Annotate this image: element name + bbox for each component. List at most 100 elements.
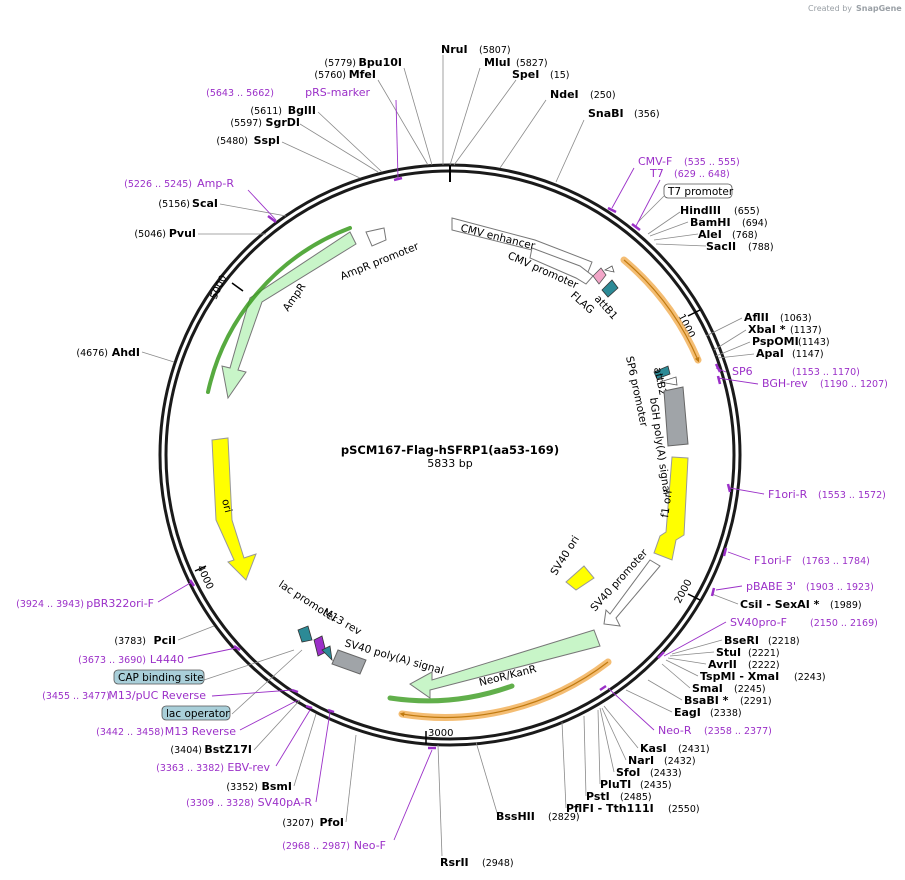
svg-text:(3783): (3783) — [114, 636, 146, 647]
svg-text:(1553 .. 1572): (1553 .. 1572) — [818, 490, 886, 501]
svg-text:(3309 .. 3328): (3309 .. 3328) — [186, 798, 254, 809]
site-avrii: AvrII — [708, 658, 737, 671]
svg-text:(1143): (1143) — [798, 337, 830, 348]
svg-text:(1763 .. 1784): (1763 .. 1784) — [802, 556, 870, 567]
site-alei: AleI — [698, 228, 722, 241]
primer-sp6: SP6 — [732, 365, 753, 378]
primer-bgh-rev: BGH-rev — [762, 377, 808, 390]
site-bstz17i: BstZ17I — [204, 743, 252, 756]
svg-text:(5807): (5807) — [479, 45, 511, 56]
box-cap-binding-site: CAP binding site — [118, 672, 204, 684]
site-bsabi: BsaBI * — [684, 694, 729, 707]
svg-text:(2243): (2243) — [794, 672, 826, 683]
svg-text:(5827): (5827) — [516, 58, 548, 69]
primer-labels: pRS-marker (5643 .. 5662) Amp-R (5226 ..… — [16, 86, 888, 852]
site-sacii: SacII — [706, 240, 736, 253]
svg-text:(1989): (1989) — [830, 600, 862, 611]
credit-text: Created by — [808, 4, 852, 13]
svg-text:(2358 .. 2377): (2358 .. 2377) — [704, 726, 772, 737]
svg-text:(2550): (2550) — [668, 804, 700, 815]
svg-text:(2221): (2221) — [748, 648, 780, 659]
site-eagi: EagI — [674, 706, 701, 719]
neo-highlight — [387, 683, 515, 704]
svg-text:(768): (768) — [732, 230, 758, 241]
svg-text:(5156): (5156) — [158, 199, 190, 210]
cmv-enhancer-label: CMV enhancer — [459, 222, 537, 252]
box-t7-promoter: T7 promoter — [667, 186, 734, 198]
svg-text:(5760): (5760) — [314, 70, 346, 81]
site-spei: SpeI — [512, 68, 539, 81]
primer-sv40pro-f: SV40pro-F — [730, 616, 787, 629]
site-bamhi: BamHI — [690, 216, 731, 229]
site-bpu10i: Bpu10I — [359, 56, 403, 69]
primer-neo-r: Neo-R — [658, 724, 692, 737]
svg-text:(2948): (2948) — [482, 858, 514, 869]
tick-1000 — [687, 309, 701, 317]
site-labels: NruI (5807) MluI (5827) SpeI (15) NdeI (… — [76, 43, 861, 869]
svg-text:(2222): (2222) — [748, 660, 780, 671]
site-ndei: NdeI — [550, 88, 579, 101]
ampr-highlight — [206, 226, 352, 394]
sv40-ori-block — [565, 565, 595, 591]
primer-marks — [188, 176, 732, 750]
sp6-promoter-label: SP6 promoter — [623, 355, 650, 428]
svg-text:(3455 .. 3477): (3455 .. 3477) — [42, 691, 110, 702]
flag-feature — [592, 267, 607, 285]
orf-arrow-right — [623, 259, 700, 363]
lac-promoter-label: lac promoter — [276, 578, 339, 625]
site-pspomi: PspOMI — [752, 335, 799, 348]
primer-ebv-rev: EBV-rev — [227, 761, 270, 774]
svg-text:(1137): (1137) — [790, 325, 822, 336]
site-sspi: SspI — [254, 134, 280, 147]
svg-text:(5226 .. 5245): (5226 .. 5245) — [124, 179, 192, 190]
site-bseri: BseRI — [724, 634, 759, 647]
attb2-label: attB2 — [651, 366, 669, 396]
svg-text:(1903 .. 1923): (1903 .. 1923) — [806, 582, 874, 593]
svg-text:(2433): (2433) — [650, 768, 682, 779]
svg-text:(3442 .. 3458): (3442 .. 3458) — [96, 727, 164, 738]
lac-operator-mark — [297, 625, 313, 643]
site-xbai: XbaI * — [748, 323, 786, 336]
site-ahdi: AhdI — [112, 346, 140, 359]
svg-text:(3352): (3352) — [226, 782, 258, 793]
svg-text:(3673 .. 3690): (3673 .. 3690) — [78, 655, 146, 666]
primer-pbr322ori-f: pBR322ori-F — [86, 597, 154, 610]
site-scai: ScaI — [192, 197, 218, 210]
svg-text:(5611): (5611) — [250, 106, 282, 117]
tick-label-3000: 3000 — [428, 728, 453, 739]
boxed-feature-labels: T7 promoter CAP binding site lac operato… — [113, 183, 734, 721]
svg-text:(5643 .. 5662): (5643 .. 5662) — [206, 88, 274, 99]
primer-m13-puc-reverse: M13/pUC Reverse — [108, 689, 206, 702]
primer-connectors — [157, 99, 765, 841]
orf-arrow-bottom — [399, 661, 609, 719]
site-pluti: PluTI — [600, 778, 631, 791]
svg-text:(5046): (5046) — [134, 229, 166, 240]
svg-text:(2968 .. 2987): (2968 .. 2987) — [282, 841, 350, 852]
primer-amp-r: Amp-R — [197, 177, 234, 190]
neokan-arrow — [409, 629, 601, 699]
primer-l4440: L4440 — [150, 653, 184, 666]
site-connectors — [141, 55, 755, 857]
tick-2000 — [687, 593, 701, 601]
svg-text:(2432): (2432) — [664, 756, 696, 767]
sp6-promoter-arrow — [659, 376, 678, 386]
small-promoter-arrow — [603, 265, 615, 273]
site-aflii: AflII — [744, 311, 769, 324]
svg-text:(1063): (1063) — [780, 313, 812, 324]
svg-text:(535 .. 555): (535 .. 555) — [684, 157, 740, 168]
tick-5000 — [231, 282, 244, 292]
site-smai: SmaI — [692, 682, 723, 695]
svg-text:(2829): (2829) — [548, 812, 580, 823]
svg-text:(3207): (3207) — [282, 818, 314, 829]
svg-text:(4676): (4676) — [76, 348, 108, 359]
primer-sv40pa-r: SV40pA-R — [258, 796, 313, 809]
primer-neo-f: Neo-F — [354, 839, 386, 852]
flag-label: FLAG — [568, 289, 596, 316]
plasmid-name: pSCM167-Flag-hSFRP1(aa53-169) — [341, 443, 559, 457]
site-nrui: NruI — [441, 43, 468, 56]
plasmid-length: 5833 bp — [427, 457, 472, 470]
svg-text:(1147): (1147) — [792, 349, 824, 360]
site-nari: NarI — [628, 754, 654, 767]
tick-label-2000: 2000 — [673, 578, 695, 606]
primer-pbabe3: pBABE 3' — [746, 580, 796, 593]
